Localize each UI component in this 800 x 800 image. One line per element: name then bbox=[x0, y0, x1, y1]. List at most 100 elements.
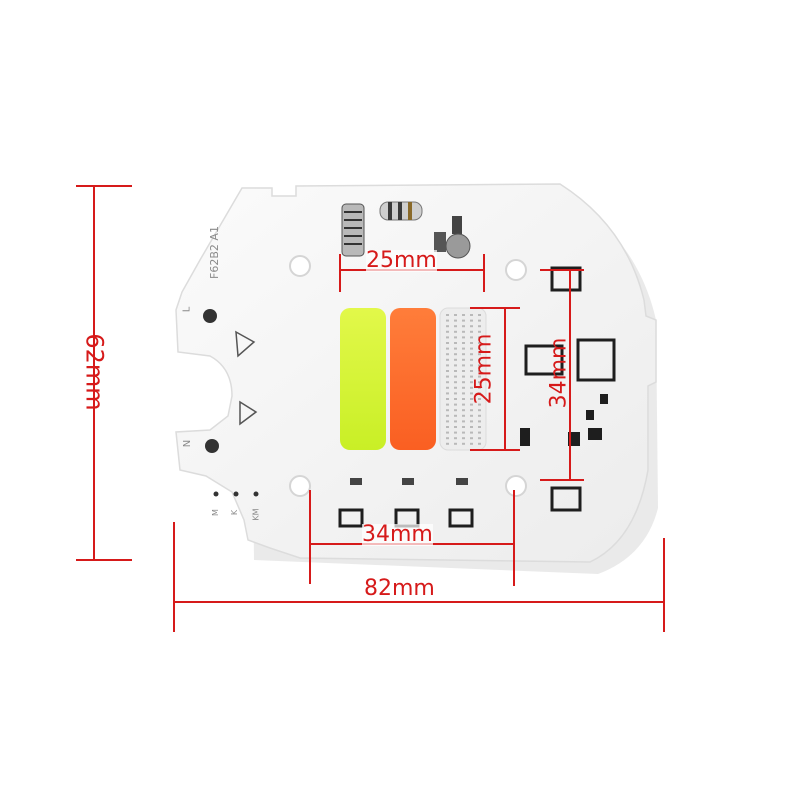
led-dot bbox=[470, 437, 473, 440]
led-dot bbox=[478, 330, 481, 333]
led-dot bbox=[478, 392, 481, 395]
led-dot bbox=[454, 325, 457, 328]
led-dot bbox=[462, 364, 465, 367]
led-dot bbox=[446, 370, 449, 372]
led-dot bbox=[446, 431, 449, 434]
led-dot bbox=[446, 353, 449, 356]
led-dot bbox=[446, 325, 449, 328]
led-dot bbox=[478, 319, 481, 322]
led-dot bbox=[454, 403, 457, 406]
led-dot bbox=[478, 420, 481, 423]
led-dot bbox=[446, 319, 449, 322]
led-dot bbox=[454, 414, 457, 417]
led-dot bbox=[470, 347, 473, 350]
led-dot bbox=[478, 409, 481, 412]
led-dot bbox=[470, 403, 473, 406]
led-dot bbox=[454, 370, 457, 372]
led-dot bbox=[470, 392, 473, 395]
led-dot bbox=[470, 358, 473, 361]
led-dot bbox=[470, 336, 473, 339]
led-dot bbox=[470, 314, 473, 316]
led-dot bbox=[478, 314, 481, 316]
led-dot bbox=[478, 381, 481, 384]
led-dot bbox=[454, 392, 457, 395]
led-dot bbox=[462, 409, 465, 412]
led-dot bbox=[470, 398, 473, 400]
led-dot bbox=[462, 392, 465, 395]
led-dot bbox=[478, 336, 481, 339]
led-dot bbox=[454, 336, 457, 339]
led-dot bbox=[454, 381, 457, 384]
dimension-lines bbox=[76, 185, 665, 632]
led-dot bbox=[470, 364, 473, 367]
led-dot bbox=[446, 403, 449, 406]
led-dot bbox=[454, 358, 457, 361]
led-dot bbox=[470, 414, 473, 417]
dimension-label-62mm: 62mm bbox=[80, 333, 109, 411]
led-dot bbox=[470, 442, 473, 445]
led-dot bbox=[446, 414, 449, 417]
led-dot bbox=[462, 314, 465, 316]
led-dot bbox=[446, 426, 449, 428]
led-dot bbox=[470, 381, 473, 384]
led-dot bbox=[446, 409, 449, 412]
led-dot bbox=[478, 375, 481, 378]
led-dot bbox=[478, 342, 481, 344]
led-dot bbox=[454, 437, 457, 440]
led-dot bbox=[470, 426, 473, 428]
led-dot bbox=[462, 414, 465, 417]
led-dot bbox=[470, 319, 473, 322]
led-dot bbox=[470, 386, 473, 389]
terminal-label-l: L bbox=[181, 306, 193, 313]
led-dot bbox=[446, 342, 449, 344]
terminal-label-n: N bbox=[182, 439, 194, 448]
led-dot bbox=[454, 319, 457, 322]
led-dot bbox=[470, 353, 473, 356]
led-dot bbox=[462, 330, 465, 333]
led-dot bbox=[446, 386, 449, 389]
led-dot bbox=[446, 392, 449, 395]
led-dot bbox=[478, 353, 481, 356]
dimension-label-25mm-horizontal: 25mm bbox=[366, 248, 437, 273]
led-strip-yellow-green bbox=[340, 308, 386, 450]
led-dot bbox=[446, 442, 449, 445]
board-model-text: F62B2 A1 bbox=[207, 226, 221, 279]
led-strip-white bbox=[439, 307, 487, 451]
led-dot bbox=[454, 347, 457, 350]
led-dot bbox=[470, 342, 473, 344]
led-dot-grid bbox=[446, 314, 481, 445]
led-dot bbox=[446, 347, 449, 350]
led-strip-orange bbox=[390, 308, 436, 450]
led-dot bbox=[446, 381, 449, 384]
mounting-hole bbox=[289, 255, 311, 277]
led-dot bbox=[454, 409, 457, 412]
led-dot bbox=[478, 426, 481, 428]
led-dot bbox=[462, 353, 465, 356]
led-dot bbox=[478, 386, 481, 389]
terminal-pad-l bbox=[203, 309, 217, 323]
led-dot bbox=[462, 347, 465, 350]
led-dot bbox=[454, 353, 457, 356]
led-dot bbox=[462, 442, 465, 445]
led-dot bbox=[454, 386, 457, 389]
led-dot bbox=[454, 314, 457, 316]
capacitor-component bbox=[434, 216, 471, 259]
led-dot bbox=[446, 420, 449, 423]
led-dot bbox=[478, 431, 481, 434]
led-dot bbox=[446, 336, 449, 339]
led-dot bbox=[462, 437, 465, 440]
led-dot bbox=[462, 325, 465, 328]
led-dot bbox=[462, 403, 465, 406]
led-dot bbox=[478, 347, 481, 350]
terminal-pad-n bbox=[205, 439, 219, 453]
mounting-hole bbox=[505, 475, 527, 497]
led-dot bbox=[446, 364, 449, 367]
led-dot bbox=[470, 370, 473, 372]
led-dot bbox=[446, 358, 449, 361]
led-dot bbox=[470, 330, 473, 333]
led-dot bbox=[462, 342, 465, 344]
led-dot bbox=[470, 325, 473, 328]
led-dot bbox=[478, 442, 481, 445]
warning-triangle-icon bbox=[235, 330, 258, 426]
